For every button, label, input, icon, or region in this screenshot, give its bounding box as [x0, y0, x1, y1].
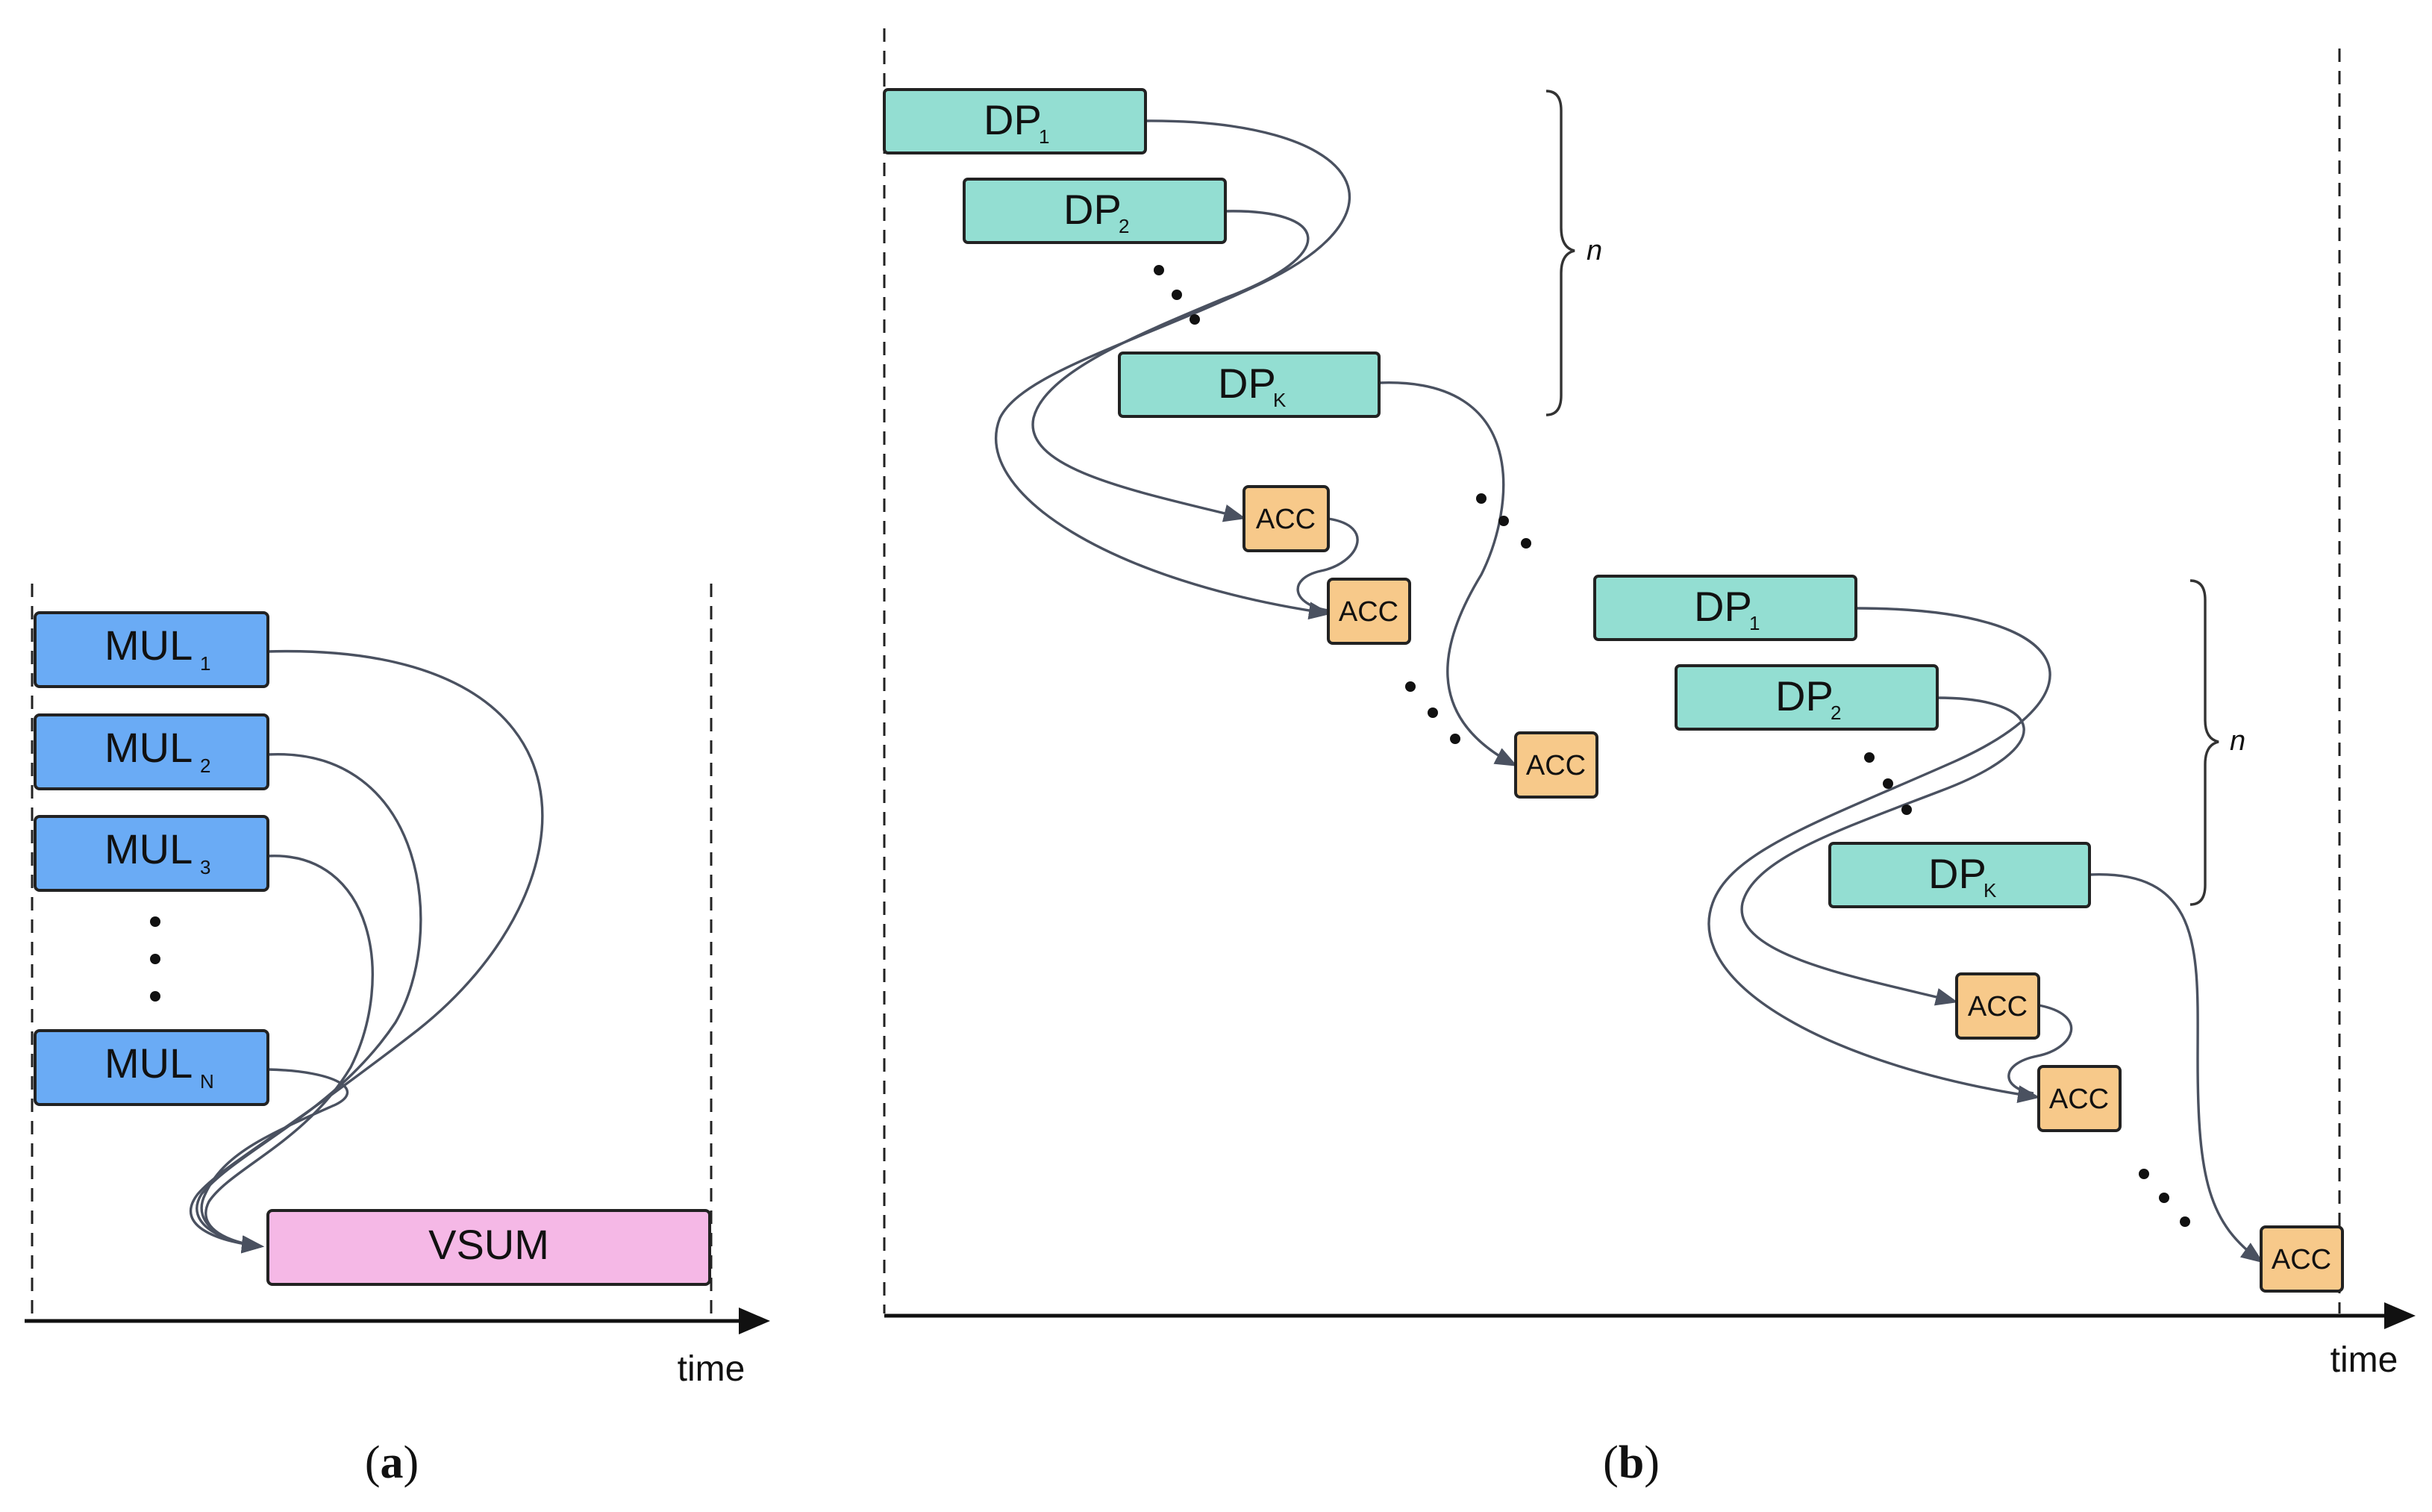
mul-block-3-subscript: 3	[200, 856, 210, 878]
mul1-to-vsum-arrow	[190, 650, 544, 1254]
g1-brace	[1545, 90, 1575, 416]
g1-dp1-to-acc2-arrow	[995, 119, 1351, 620]
g2-ellipsis-dots	[1864, 752, 1912, 815]
g1-acc-block-1-label: ACC	[1256, 504, 1316, 535]
mulN-to-vsum-arrow	[200, 1068, 349, 1254]
mul-block-2-label: MUL	[104, 724, 193, 771]
mul-block-n-label: MUL	[104, 1040, 193, 1087]
g2-acc-block-2-label: ACC	[2049, 1084, 2109, 1115]
mul-block-3-label: MUL	[104, 825, 193, 872]
g2-brace	[2189, 579, 2219, 906]
g1-acc-block-3-label: ACC	[1526, 750, 1586, 781]
g1-dpk-to-acc3-arrow	[1378, 381, 1518, 766]
g1-dp2-to-acc1-arrow	[1031, 210, 1310, 522]
g1-acc1-to-acc2-link	[1296, 517, 1359, 612]
g1-acc-block-3: ACC	[1514, 731, 1598, 799]
g1-dp-block-2-subscript: 2	[1119, 215, 1129, 237]
panel-b-caption: (b)	[1603, 1437, 1660, 1488]
g2-dp2-to-acc1-arrow	[1740, 696, 2025, 1006]
g1-dp-block-k: DP K	[1118, 352, 1381, 418]
g2-dp-block-1: DP 1	[1593, 575, 1857, 641]
g2-acc-block-2: ACC	[2037, 1065, 2122, 1132]
g2-acc-ellipsis-dots	[2139, 1169, 2190, 1227]
g2-dp-block-2: DP 2	[1675, 664, 1939, 731]
mul-block-1-subscript: 1	[200, 652, 210, 675]
mul-block-n: MUL N	[34, 1029, 269, 1106]
mul-block-2-subscript: 2	[200, 755, 210, 777]
mul3-to-vsum-arrow	[204, 855, 374, 1254]
g1-dp-block-k-subscript: K	[1273, 389, 1287, 411]
g1-dp-block-k-label: DP	[1218, 360, 1276, 407]
g2-dp-block-k-subscript: K	[1984, 879, 1997, 902]
g2-acc1-to-acc2-link	[2007, 1004, 2073, 1095]
panel-b: time DP 1 DP 2 DP K	[883, 28, 2416, 1488]
g1-dp-block-2-label: DP	[1063, 186, 1122, 233]
mul-block-n-subscript: N	[200, 1070, 214, 1093]
g1-dp-block-1-label: DP	[984, 96, 1042, 143]
inter-group-ellipsis-dots	[1476, 493, 1531, 549]
mul2-to-vsum-arrow	[196, 753, 422, 1254]
g2-acc-block-3: ACC	[2260, 1225, 2344, 1293]
vsum-block-label: VSUM	[428, 1221, 549, 1268]
g2-dp-block-2-label: DP	[1775, 672, 1834, 719]
panel-a-axis-arrowhead	[739, 1308, 770, 1334]
panel-b-axis-arrowhead	[2384, 1302, 2416, 1329]
g1-dp-block-2: DP 2	[963, 178, 1227, 244]
mul-block-1: MUL 1	[34, 611, 269, 688]
panel-a: time MUL 1 MUL 2 MUL 3 MUL	[25, 584, 770, 1488]
g2-acc-block-3-label: ACC	[2272, 1244, 2331, 1275]
panel-a-axis-label: time	[678, 1349, 745, 1389]
g1-brace-label: n	[1587, 235, 1602, 266]
g1-dp-block-1: DP 1	[883, 88, 1147, 154]
panel-b-axis-label: time	[2331, 1340, 2398, 1380]
g1-acc-block-2-label: ACC	[1339, 596, 1398, 628]
g1-acc-ellipsis-dots	[1405, 681, 1460, 744]
g1-dp-block-1-subscript: 1	[1039, 125, 1049, 148]
g1-acc-block-2: ACC	[1327, 578, 1411, 645]
g2-dp-block-1-subscript: 1	[1749, 612, 1760, 634]
mul-block-2: MUL 2	[34, 713, 269, 790]
g2-acc-block-1: ACC	[1955, 972, 2040, 1040]
g2-dp-block-k-label: DP	[1928, 850, 1986, 897]
ellipsis-dots	[150, 916, 160, 1002]
g2-acc-block-1-label: ACC	[1968, 991, 2028, 1022]
mul-block-3: MUL 3	[34, 815, 269, 892]
g2-brace-label: n	[2230, 725, 2245, 757]
panel-a-caption: (a)	[365, 1437, 419, 1488]
mul-block-1-label: MUL	[104, 622, 193, 669]
g2-dpk-to-acc3-arrow	[2089, 873, 2264, 1263]
g1-acc-block-1: ACC	[1242, 485, 1330, 552]
g1-ellipsis-dots	[1154, 265, 1200, 325]
g2-dp-block-k: DP K	[1828, 842, 2091, 908]
g2-dp1-to-acc2-arrow	[1707, 607, 2051, 1104]
vsum-block: VSUM	[266, 1209, 711, 1286]
g2-dp-block-2-subscript: 2	[1831, 702, 1841, 724]
g2-dp-block-1-label: DP	[1694, 583, 1752, 630]
